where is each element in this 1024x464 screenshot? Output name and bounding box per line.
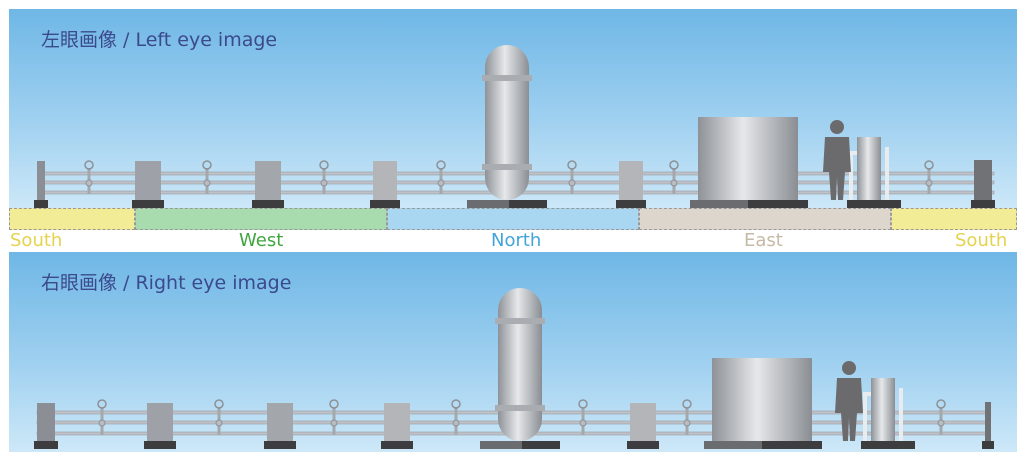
valve-icon [214, 399, 224, 435]
valve-icon [924, 160, 934, 194]
pipe-support-post [373, 161, 397, 200]
valve-icon [578, 399, 588, 435]
pipe-support-post [147, 403, 173, 441]
post-base [627, 441, 659, 449]
direction-bar [9, 208, 1017, 230]
pipe-support-post [267, 403, 293, 441]
direction-segment-south-end [891, 208, 1017, 230]
vessel-flange [495, 318, 545, 324]
person-silhouette-icon [823, 120, 851, 200]
valve-icon [936, 399, 946, 435]
left-eye-title: 左眼画像 / Left eye image [41, 29, 278, 51]
pipe-support-post [37, 161, 45, 200]
vessel-base [467, 200, 547, 208]
post-base [34, 441, 58, 449]
pipe-support-post [255, 161, 281, 200]
vessel-bottom-dome [498, 397, 542, 441]
pipe-support-post [619, 161, 643, 200]
vessel-base [480, 441, 560, 449]
direction-label-north: North [491, 230, 542, 251]
direction-segment-south-start [9, 208, 135, 230]
valve-icon [436, 160, 446, 194]
post-base [982, 441, 994, 449]
valve-icon [567, 160, 577, 194]
small-tank [871, 378, 895, 441]
post-base [144, 441, 176, 449]
valve-icon [97, 399, 107, 435]
person-silhouette-icon [835, 361, 863, 441]
small-tank-base [847, 200, 901, 208]
tank-base-dark [748, 200, 808, 208]
valve-icon [682, 399, 692, 435]
right-eye-title: 右眼画像 / Right eye image [41, 272, 292, 294]
pipe-support-post [37, 403, 55, 441]
direction-label-south-start: South [10, 230, 63, 251]
right-eye-panel: 右眼画像 / Right eye image [9, 252, 1017, 452]
vessel-base-dark [509, 200, 547, 208]
pipe-support-post [985, 402, 991, 441]
frame-pipe [863, 392, 867, 441]
post-base [381, 441, 413, 449]
vessel-flange [482, 75, 532, 81]
frame-pipe [899, 388, 903, 441]
vessel-flange [495, 405, 545, 411]
pipe-support-post [974, 160, 992, 200]
post-base [252, 200, 284, 208]
vessel-bottom-dome [485, 156, 529, 200]
tank-base-dark [762, 441, 822, 449]
valve-icon [84, 160, 94, 194]
direction-segment-north [387, 208, 639, 230]
post-base [370, 200, 400, 208]
valve-icon [329, 399, 339, 435]
pipe-support-post [135, 161, 161, 200]
direction-label-south-end: South [955, 230, 1008, 251]
right-industrial-scene [34, 288, 994, 449]
post-base [34, 200, 48, 208]
pipe-support-post [630, 403, 656, 441]
direction-segment-east [639, 208, 891, 230]
valve-icon [669, 160, 679, 194]
vessel-flange [482, 164, 532, 170]
post-base [616, 200, 646, 208]
valve-icon [202, 160, 212, 194]
vessel-base-dark [522, 441, 560, 449]
vessel-top-dome [498, 288, 542, 332]
storage-tank [698, 117, 798, 200]
valve-icon [451, 399, 461, 435]
storage-tank [712, 358, 812, 441]
post-base [264, 441, 296, 449]
pipe-support-post [384, 403, 410, 441]
direction-label-west: West [239, 230, 284, 251]
post-base [971, 200, 995, 208]
vessel-top-dome [485, 45, 529, 89]
small-tank-base [861, 441, 915, 449]
frame-pipe [885, 147, 889, 200]
direction-segment-west [135, 208, 387, 230]
post-base [132, 200, 164, 208]
small-tank [857, 137, 881, 200]
valve-icon [319, 160, 329, 194]
left-eye-panel: 左眼画像 / Left eye image [9, 9, 1017, 210]
left-industrial-scene [34, 45, 995, 208]
frame-pipe [849, 151, 853, 200]
direction-label-east: East [744, 230, 783, 251]
